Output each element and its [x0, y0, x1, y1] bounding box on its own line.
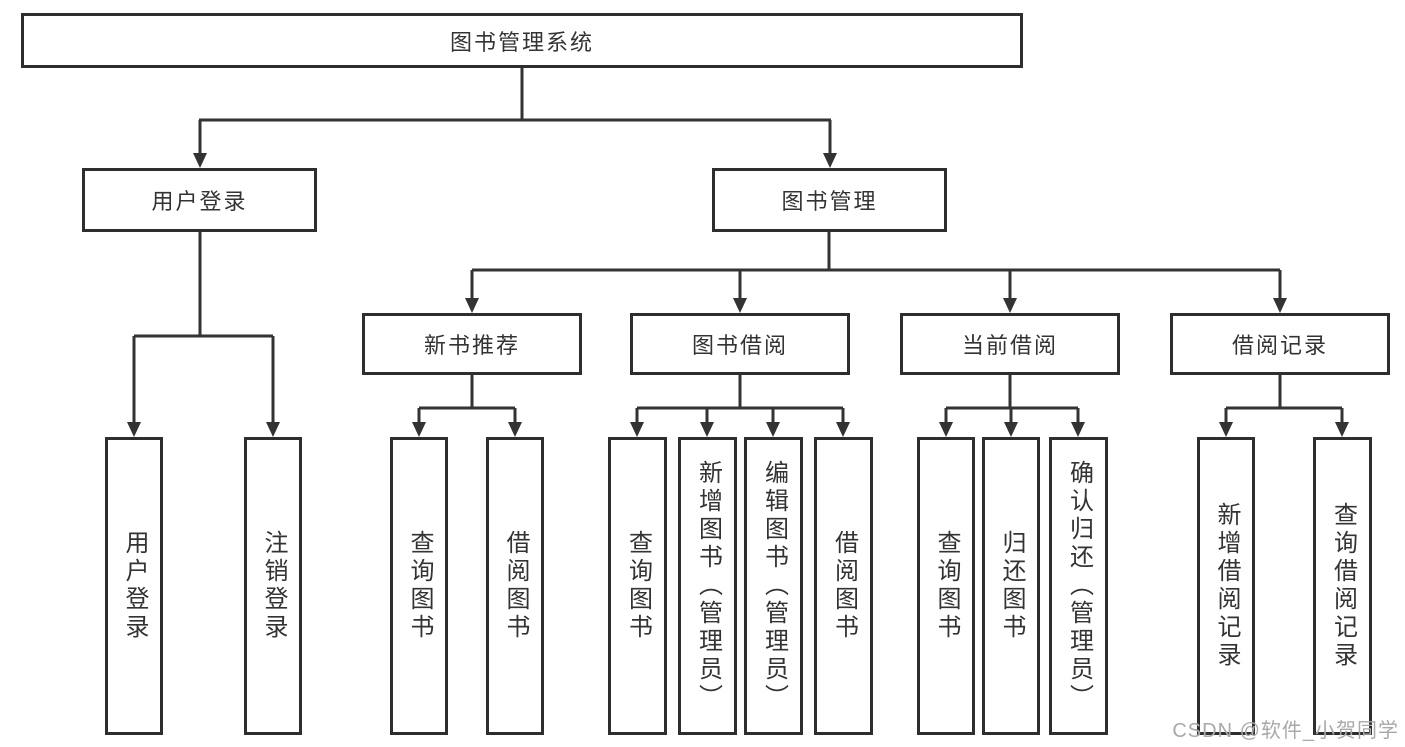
node-label: 新增图书（管理员）: [694, 460, 722, 712]
leaf-borrowing-query-books: 查询图书: [608, 437, 667, 735]
leaf-user-login: 用户登录: [105, 437, 163, 735]
node-label: 用户登录: [121, 530, 148, 642]
leaf-records-add-record: 新增借阅记录: [1197, 437, 1255, 735]
node-label: 图书管理: [781, 189, 878, 214]
node-label: 编辑图书（管理员）: [760, 460, 788, 712]
leaf-borrowing-borrow-books: 借阅图书: [814, 437, 873, 735]
node-new-book-recommend: 新书推荐: [362, 313, 582, 375]
node-label: 归还图书: [998, 530, 1025, 642]
leaf-logout: 注销登录: [244, 437, 302, 735]
node-label: 借阅图书: [830, 530, 858, 642]
node-borrow-records: 借阅记录: [1170, 313, 1390, 375]
node-current-borrowing: 当前借阅: [900, 313, 1120, 375]
leaf-current-return-books: 归还图书: [982, 437, 1040, 735]
leaf-current-query-books: 查询图书: [917, 437, 975, 735]
node-label: 新增借阅记录: [1213, 502, 1240, 670]
node-book-borrowing: 图书借阅: [630, 313, 850, 375]
node-label: 查询图书: [624, 530, 652, 642]
node-label: 查询图书: [406, 530, 433, 642]
leaf-records-query-record: 查询借阅记录: [1313, 437, 1372, 735]
leaf-current-confirm-return-admin: 确认归还（管理员）: [1049, 437, 1108, 735]
node-label: 新书推荐: [423, 333, 520, 358]
node-user-login: 用户登录: [82, 168, 317, 232]
leaf-borrowing-edit-books-admin: 编辑图书（管理员）: [744, 437, 803, 735]
node-label: 查询借阅记录: [1329, 502, 1357, 670]
node-root: 图书管理系统: [21, 13, 1023, 68]
leaf-newbook-query-books: 查询图书: [390, 437, 448, 735]
leaf-newbook-borrow-books: 借阅图书: [486, 437, 544, 735]
node-label: 查询图书: [933, 530, 960, 642]
node-label: 图书借阅: [691, 333, 788, 358]
leaf-borrowing-add-books-admin: 新增图书（管理员）: [678, 437, 737, 735]
node-label: 借阅记录: [1231, 333, 1328, 358]
node-label: 借阅图书: [502, 530, 529, 642]
node-label: 注销登录: [260, 530, 287, 642]
node-label: 当前借阅: [961, 333, 1058, 358]
watermark: CSDN @软件_小贺同学: [1172, 720, 1399, 742]
node-book-management: 图书管理: [712, 168, 947, 232]
node-label: 确认归还（管理员）: [1065, 460, 1093, 712]
node-label: 用户登录: [151, 189, 248, 214]
node-label: 图书管理系统: [449, 29, 594, 55]
